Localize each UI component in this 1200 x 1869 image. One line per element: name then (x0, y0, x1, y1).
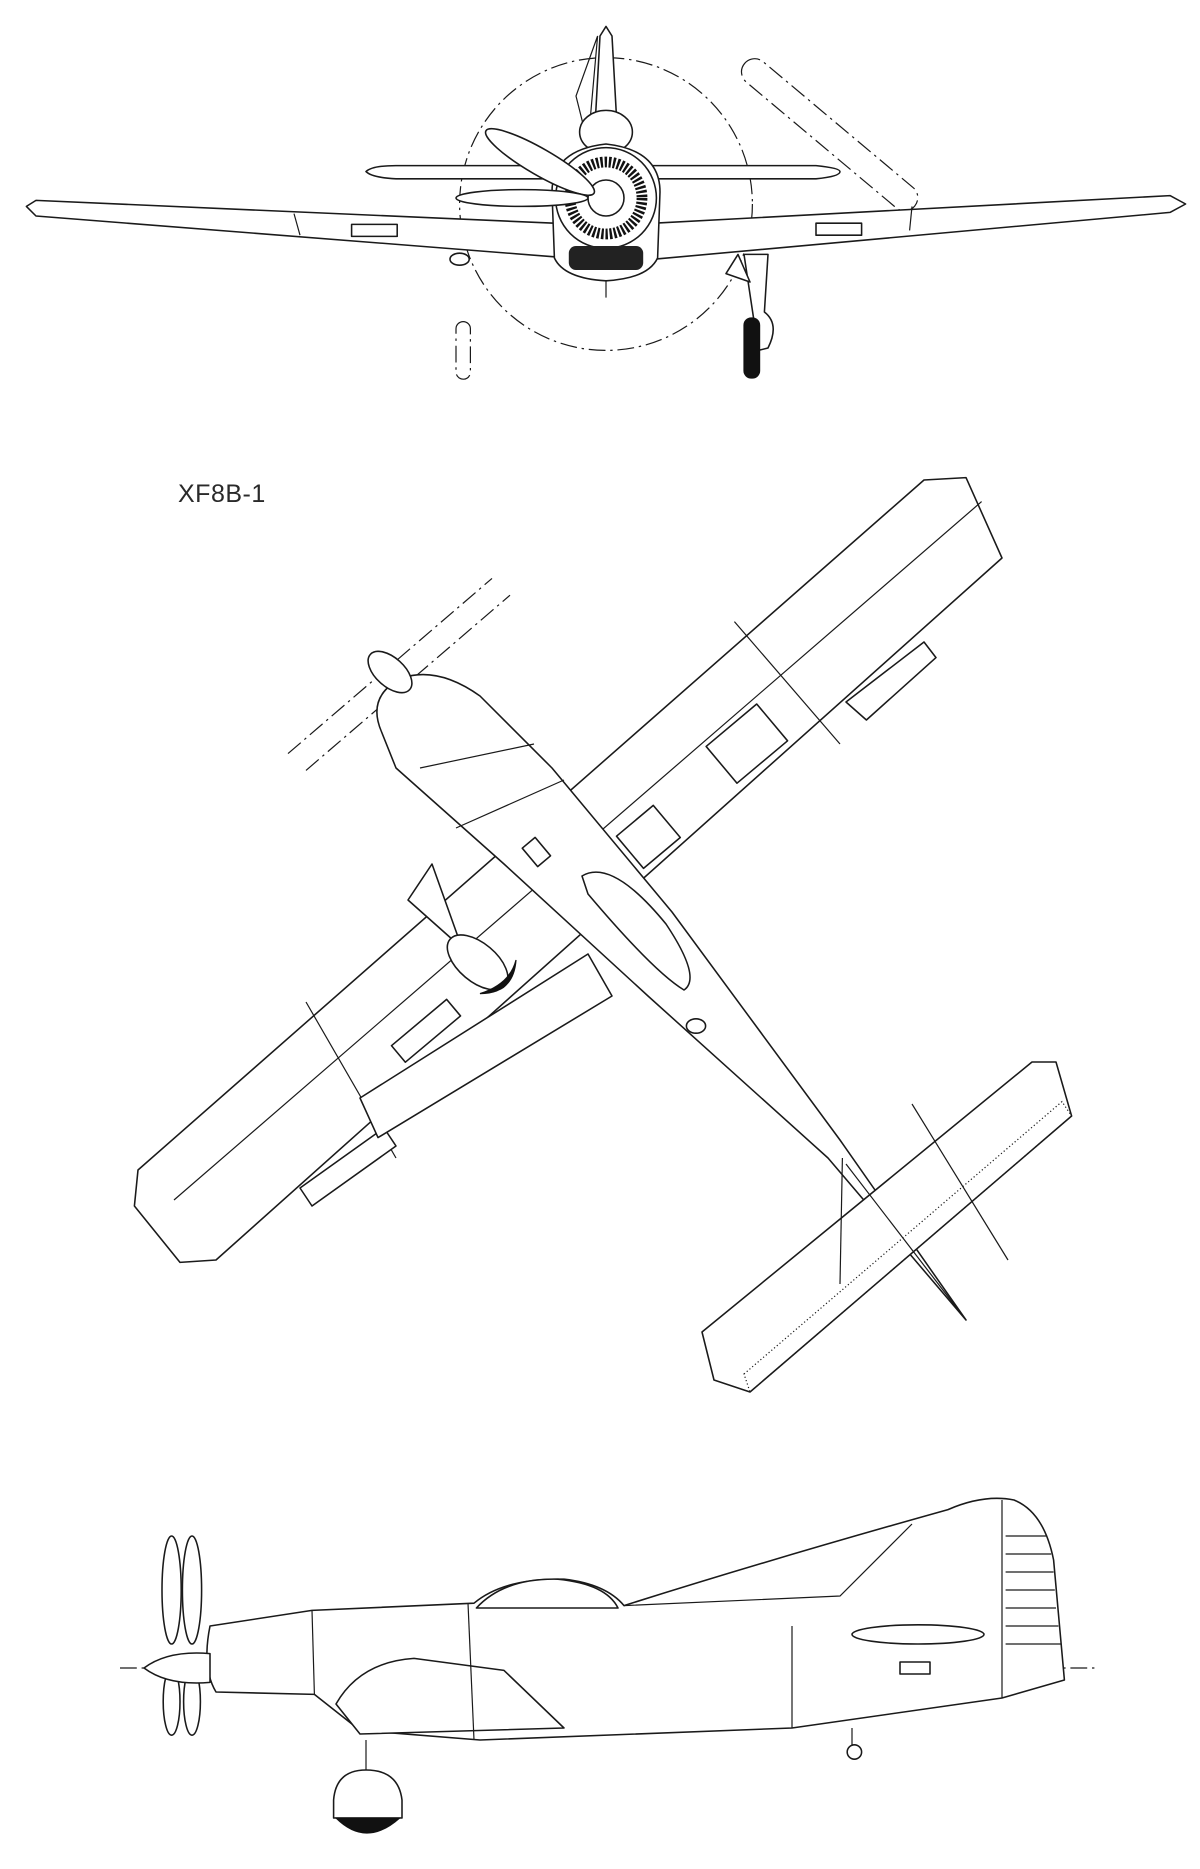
propeller-blade-side (181, 1535, 203, 1645)
gear-door (725, 253, 751, 283)
horizontal-tail-top (701, 1061, 1073, 1393)
hatch (521, 836, 552, 868)
main-wheel-side (334, 1817, 402, 1834)
propeller-blade-side (161, 1535, 182, 1645)
engine-cylinders (564, 156, 648, 240)
wing-root-side (335, 1657, 565, 1735)
oil-cooler-intake (568, 246, 644, 270)
panel (899, 1661, 931, 1675)
propeller-disc (459, 57, 753, 351)
main-gear-front (743, 253, 774, 352)
horizontal-tail-side (851, 1624, 985, 1645)
spinner-side (143, 1652, 211, 1684)
antenna-outline (455, 321, 471, 380)
propeller-blade (484, 127, 596, 197)
drop-tank-outline (740, 58, 919, 212)
spinner-front (587, 179, 625, 217)
aircraft-designation-label: XF8B-1 (178, 480, 266, 508)
prop-arc-line (305, 594, 511, 771)
right-wing-panel (815, 222, 863, 236)
canopy-side (475, 1578, 619, 1609)
main-wheel-front (743, 317, 761, 379)
right-wing-front (653, 194, 1187, 260)
pitot (449, 252, 470, 266)
left-wing-front (25, 199, 556, 258)
rudder-hatching (1005, 1535, 1061, 1645)
wing-panel (390, 998, 462, 1063)
fuselage-top (376, 673, 967, 1321)
aileron-left (299, 1127, 397, 1207)
drop-tank-shadow (479, 959, 517, 995)
fuselage-detail (685, 1018, 707, 1034)
prop-arc-line (287, 577, 493, 755)
flap-left (359, 953, 613, 1139)
aileron-right (845, 641, 937, 721)
canopy-top (581, 871, 691, 991)
tail-wheel (846, 1744, 863, 1760)
front-view (25, 25, 1187, 380)
wing-panel (705, 703, 789, 784)
wheel-fairing (332, 1769, 403, 1819)
spinner-top (367, 650, 413, 694)
side-view (120, 1497, 1098, 1834)
propeller-blade (455, 188, 589, 208)
left-wing-panel (350, 223, 398, 238)
elevator-hatching (743, 1100, 1073, 1394)
wing-fold-panel (407, 863, 463, 949)
wing-panel (615, 804, 682, 870)
top-view (133, 476, 1073, 1394)
